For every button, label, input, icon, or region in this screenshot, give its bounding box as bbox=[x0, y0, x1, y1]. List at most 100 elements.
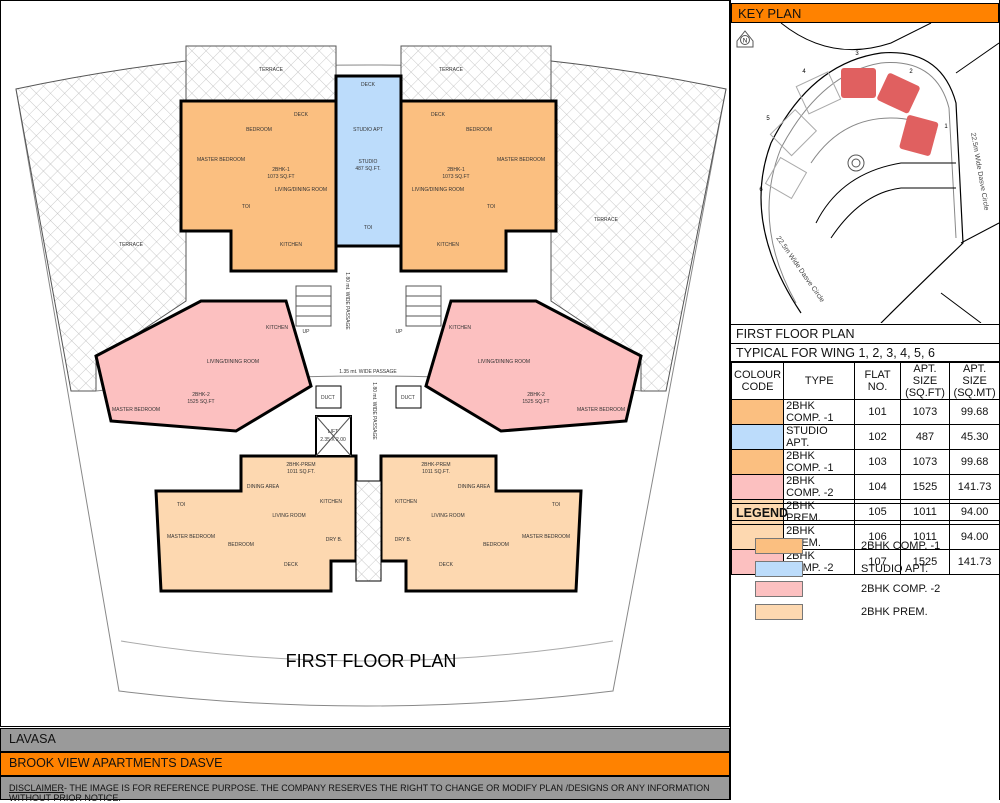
plan-shape: TERRACE TERRACE TERRACE TERRACE 1.35 mt.… bbox=[112, 67, 625, 568]
key-plan-header: KEY PLAN bbox=[731, 3, 999, 23]
legend-swatch bbox=[755, 604, 803, 620]
size-sqft: 1073 bbox=[899, 449, 951, 475]
plan-label: DECK bbox=[439, 562, 454, 568]
plan-shape bbox=[296, 295, 441, 317]
plan-label: 3 bbox=[855, 51, 859, 57]
plan-label: 1 bbox=[944, 124, 948, 130]
plan-label: 2 bbox=[909, 69, 913, 75]
plan-shape bbox=[295, 285, 442, 327]
plan-label: 2BHK-2 bbox=[527, 392, 545, 398]
plan-label: 1525 SQ.FT bbox=[187, 399, 214, 405]
plan-shape bbox=[780, 22, 932, 51]
project-name: BROOK VIEW APARTMENTS DASVE bbox=[9, 756, 223, 770]
plan-label: DECK bbox=[284, 562, 299, 568]
stair-up-label: UP bbox=[396, 329, 404, 335]
plan-label: KITCHEN bbox=[395, 499, 417, 505]
plan-label: STUDIO APT bbox=[353, 127, 383, 133]
colour-swatch bbox=[730, 424, 785, 450]
type: STUDIO APT. bbox=[783, 424, 856, 450]
plan-label: DINING AREA bbox=[458, 484, 491, 490]
disclaimer-bar: DISCLAIMER- THE IMAGE IS FOR REFERENCE P… bbox=[0, 776, 730, 803]
duct-right bbox=[395, 385, 422, 409]
table-row: STUDIO APT. 102 487 45.30 bbox=[730, 424, 1000, 450]
col-header: APT. SIZE (SQ.MT) bbox=[949, 362, 1000, 400]
road-label: 22.5m Wide Dasve Circle bbox=[774, 235, 825, 304]
plan-label: MASTER BEDROOM bbox=[522, 534, 570, 540]
size-sqft: 1525 bbox=[899, 474, 951, 500]
plan-shape: 3 2 4 1 5 6 bbox=[759, 51, 948, 193]
legend-swatch bbox=[755, 581, 803, 597]
plan-label: KITCHEN bbox=[449, 325, 471, 331]
type: 2BHK COMP. -1 bbox=[783, 399, 856, 425]
colour-swatch bbox=[730, 399, 785, 425]
plan-label: 5 bbox=[766, 116, 770, 122]
legend-label: 2BHK COMP. -1 bbox=[861, 540, 941, 552]
location-bar: LAVASA bbox=[0, 728, 730, 752]
terrace-top-left bbox=[185, 45, 337, 102]
plan-label: BEDROOM bbox=[466, 127, 492, 133]
size-sqmt: 141.73 bbox=[949, 474, 1000, 500]
plan-label: LIVING/DINING ROOM bbox=[275, 187, 327, 193]
road-label: 22.5m Wide Dasve Circle bbox=[969, 132, 990, 211]
plan-shape bbox=[877, 73, 920, 114]
plan-label: 1011 SQ.FT. bbox=[287, 469, 315, 475]
flat-no: 104 bbox=[854, 474, 901, 500]
disclaimer-text: - THE IMAGE IS FOR REFERENCE PURPOSE. TH… bbox=[9, 783, 710, 803]
table-row: 2BHK PREM. 106 1011 94.00 bbox=[730, 524, 1000, 550]
toilet-label: TOI bbox=[364, 225, 372, 231]
size-sqmt: 141.73 bbox=[949, 549, 1000, 575]
flat-no: 103 bbox=[854, 449, 901, 475]
plan-label: 487 SQ.FT. bbox=[355, 166, 380, 172]
plan-label: LIVING ROOM bbox=[272, 513, 305, 519]
plan-label: 1073 SQ.FT bbox=[267, 174, 294, 180]
table-row: 2BHK COMP. -1 103 1073 99.68 bbox=[730, 449, 1000, 475]
plan-label: MASTER BEDROOM bbox=[112, 407, 160, 413]
legend-swatch bbox=[755, 561, 803, 577]
col-header: COLOUR CODE bbox=[730, 362, 785, 400]
flat-no: 101 bbox=[854, 399, 901, 425]
plan-label: BEDROOM bbox=[228, 542, 254, 548]
plan-label: KITCHEN bbox=[266, 325, 288, 331]
plan-label: LIVING/DINING ROOM bbox=[207, 359, 259, 365]
plan-label: MASTER BEDROOM bbox=[577, 407, 625, 413]
duct-label: DUCT bbox=[401, 395, 415, 401]
plan-label: BEDROOM bbox=[483, 542, 509, 548]
size-sqft: 1525 bbox=[899, 549, 951, 575]
col-header: TYPE bbox=[783, 362, 856, 400]
size-sqft: 1073 bbox=[899, 399, 951, 425]
plan-label: 6 bbox=[759, 187, 763, 193]
colour-swatch bbox=[730, 449, 785, 475]
service-shaft bbox=[355, 480, 382, 582]
plan-shape bbox=[899, 115, 939, 156]
plan-label: DECK bbox=[294, 112, 309, 118]
size-sqft: 487 bbox=[899, 424, 951, 450]
toilet-label: TOI bbox=[487, 204, 495, 210]
terrace-label: TERRACE bbox=[259, 67, 284, 73]
plan-label: DRY B. bbox=[326, 537, 343, 543]
project-bar: BROOK VIEW APARTMENTS DASVE bbox=[0, 752, 730, 776]
duct-left bbox=[315, 385, 342, 409]
plan-shape bbox=[769, 108, 818, 157]
plan-label: LIVING/DINING ROOM bbox=[412, 187, 464, 193]
plan-label: 1011 SQ.FT. bbox=[422, 469, 450, 475]
toilet-label: TOI bbox=[177, 502, 185, 508]
plan-label: 1073 SQ.FT bbox=[442, 174, 469, 180]
plan-label: N bbox=[743, 39, 747, 45]
plan-shape bbox=[764, 156, 808, 200]
terrace-label: TERRACE bbox=[119, 242, 144, 248]
plan-label: STUDIO bbox=[359, 159, 378, 165]
size-sqmt: 94.00 bbox=[949, 524, 1000, 550]
plan-label: 2BHK-1 bbox=[447, 167, 465, 173]
info-panel: KEY PLAN N bbox=[730, 0, 1000, 800]
disclaimer-label: DISCLAIMER bbox=[9, 783, 65, 793]
size-sqmt: 45.30 bbox=[949, 424, 1000, 450]
plan-label: LIVING/DINING ROOM bbox=[478, 359, 530, 365]
unit-104 bbox=[94, 299, 313, 433]
plan-title: FIRST FLOOR PLAN bbox=[286, 651, 457, 671]
lift-label: LIFT bbox=[328, 429, 338, 435]
plan-shape bbox=[120, 640, 614, 662]
plan-label: DINING AREA bbox=[247, 484, 280, 490]
plan-shape bbox=[795, 71, 842, 115]
terrace-label: TERRACE bbox=[439, 67, 464, 73]
typical-note: TYPICAL FOR WING 1, 2, 3, 4, 5, 6 bbox=[731, 344, 999, 362]
